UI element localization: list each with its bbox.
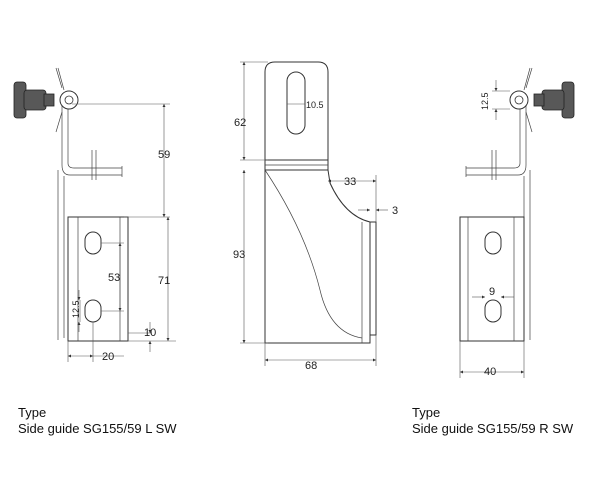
middle-dim-10-5: 10.5 [306,100,324,110]
left-dim-53: 53 [108,272,120,284]
right-clamp-knob-icon [509,67,575,133]
left-view: 59 71 53 12.5 10 20 [13,67,176,363]
right-caption-model: Side guide SG155/59 R SW [412,421,574,436]
left-dim-10: 10 [144,327,156,339]
left-rod [61,100,122,176]
right-caption-type: Type [412,405,441,420]
middle-dim-62: 62 [234,117,246,129]
left-dim-59: 59 [158,149,170,161]
left-dim-12-5: 12.5 [71,300,81,318]
middle-dim-33: 33 [344,176,356,188]
left-caption-model: Side guide SG155/59 L SW [18,421,177,436]
right-rod [466,100,527,176]
middle-dim-93: 93 [233,249,245,261]
left-dim-71: 71 [158,275,170,287]
left-clamp-knob-icon [13,67,79,133]
left-slot-lower [84,299,102,323]
middle-dim-68: 68 [305,360,317,372]
middle-dim-3: 3 [392,205,398,217]
right-dim-9: 9 [489,286,495,298]
middle-slot [286,71,306,135]
left-caption: Type Side guide SG155/59 L SW [18,405,177,437]
right-view: 12.5 9 40 [459,67,575,378]
left-dim-20: 20 [102,351,114,363]
right-caption: Type Side guide SG155/59 R SW [412,405,573,437]
right-slot-lower [484,299,502,323]
right-dim-40: 40 [484,366,496,378]
right-slot-upper [484,231,502,255]
left-caption-type: Type [18,405,47,420]
right-dim-12-5: 12.5 [480,92,490,110]
left-slot-upper [84,231,102,255]
middle-view: 62 10.5 93 33 3 68 [233,61,398,372]
